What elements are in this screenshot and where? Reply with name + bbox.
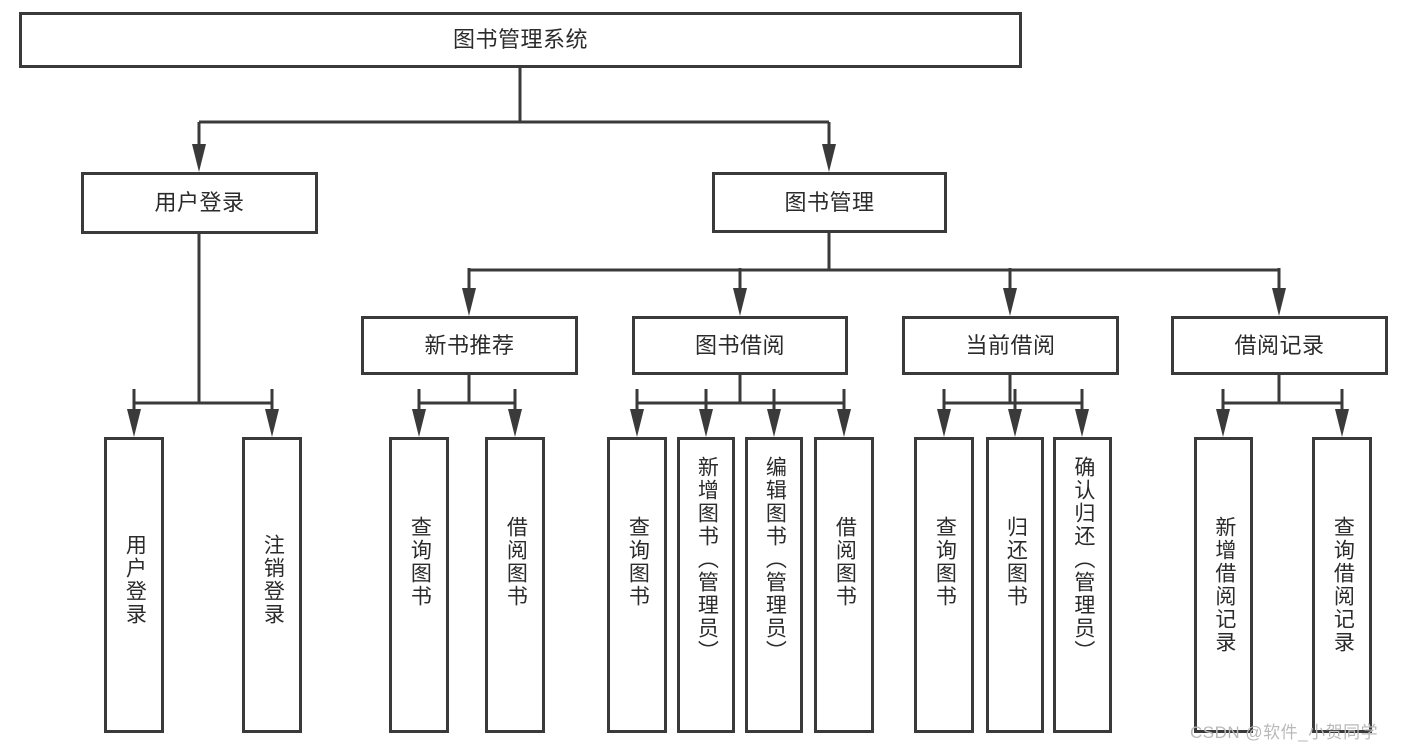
node-label: 借阅图书 xyxy=(504,516,528,608)
node-level2-0: 用户登录 xyxy=(81,172,318,234)
books-arrowhead xyxy=(733,288,747,316)
login-arrowhead xyxy=(127,409,141,437)
node-label: 查询图书 xyxy=(408,516,432,608)
node-level3-3: 借阅记录 xyxy=(1171,316,1388,375)
node-leaf-3: 借阅图书 xyxy=(485,437,545,733)
node-leaf-7: 借阅图书 xyxy=(814,437,874,733)
node-label: 当前借阅 xyxy=(965,332,1056,358)
node-leaf-10: 确认归还（管理员） xyxy=(1053,437,1112,733)
node-label: 归还图书 xyxy=(1004,516,1028,608)
node-level3-0: 新书推荐 xyxy=(361,316,578,375)
node-label: 用户登录 xyxy=(154,190,245,216)
leaf-arrowhead xyxy=(837,409,851,437)
node-label: 新增借阅记录 xyxy=(1212,516,1236,654)
leaf-arrowhead xyxy=(1075,409,1089,437)
node-label: 图书借阅 xyxy=(694,332,785,358)
books-arrowhead xyxy=(1272,288,1286,316)
node-label: 编辑图书（管理员） xyxy=(763,456,787,663)
node-leaf-2: 查询图书 xyxy=(389,437,449,733)
node-level3-2: 当前借阅 xyxy=(902,316,1119,375)
node-leaf-1: 注销登录 xyxy=(242,437,302,733)
node-label: 注销登录 xyxy=(261,534,285,626)
leaf-arrowhead xyxy=(699,409,713,437)
node-leaf-12: 查询借阅记录 xyxy=(1312,437,1372,733)
leaf-arrowhead xyxy=(630,409,644,437)
node-leaf-11: 新增借阅记录 xyxy=(1194,437,1253,733)
node-leaf-4: 查询图书 xyxy=(607,437,667,733)
node-root: 图书管理系统 xyxy=(19,12,1022,68)
node-label: 查询图书 xyxy=(933,516,957,608)
leaf-arrowhead xyxy=(412,409,426,437)
node-level2-1: 图书管理 xyxy=(712,172,947,233)
books-arrowhead xyxy=(1003,288,1017,316)
root-arrowhead xyxy=(822,144,836,172)
node-label: 图书管理 xyxy=(784,189,875,215)
node-label: 确认归还（管理员） xyxy=(1071,456,1095,663)
leaf-arrowhead xyxy=(508,409,522,437)
node-leaf-5: 新增图书（管理员） xyxy=(677,437,735,733)
leaf-arrowhead xyxy=(937,409,951,437)
login-arrowhead xyxy=(265,409,279,437)
node-label: 图书管理系统 xyxy=(452,27,588,53)
leaf-arrowhead xyxy=(1335,409,1349,437)
leaf-arrowhead xyxy=(767,409,781,437)
node-label: 用户登录 xyxy=(123,534,147,626)
node-label: 借阅记录 xyxy=(1234,332,1325,358)
node-leaf-0: 用户登录 xyxy=(104,437,164,733)
leaf-arrowhead xyxy=(1008,409,1022,437)
csdn-watermark: CSDN @软件_小贺同学 xyxy=(1190,723,1379,742)
leaf-arrowhead xyxy=(1216,409,1230,437)
books-arrowhead xyxy=(462,288,476,316)
node-level3-1: 图书借阅 xyxy=(632,316,848,375)
node-leaf-6: 编辑图书（管理员） xyxy=(745,437,803,733)
node-leaf-9: 归还图书 xyxy=(986,437,1044,733)
node-label: 查询借阅记录 xyxy=(1331,516,1355,654)
node-leaf-8: 查询图书 xyxy=(914,437,974,733)
node-label: 新增图书（管理员） xyxy=(695,456,719,663)
node-label: 借阅图书 xyxy=(833,516,857,608)
node-label: 查询图书 xyxy=(626,516,650,608)
node-label: 新书推荐 xyxy=(424,332,515,358)
root-arrowhead xyxy=(192,144,206,172)
